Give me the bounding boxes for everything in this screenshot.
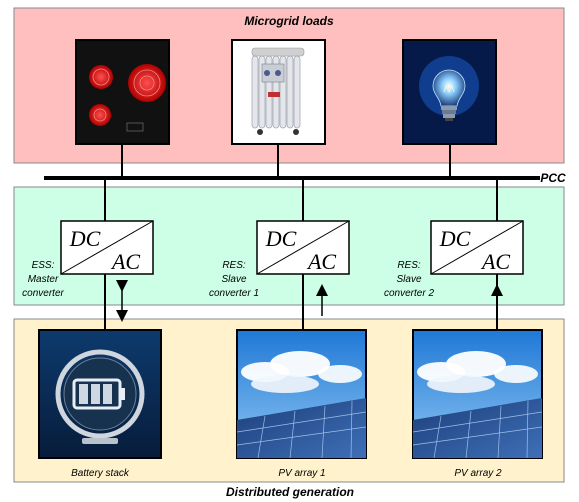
converter-2-caption: RES: Slave converter 1 — [209, 260, 259, 299]
converter-box-2: DC AC — [256, 220, 350, 275]
converter-2-ac: AC — [306, 249, 336, 274]
light-bulb-icon — [402, 39, 497, 145]
pv-array-2-label: PV array 2 — [454, 468, 502, 479]
converter-3-ac: AC — [480, 249, 510, 274]
converter-1-dc: DC — [69, 226, 101, 251]
converter-box-3: DC AC — [430, 220, 524, 275]
svg-text:converter: converter — [22, 288, 64, 299]
pcc-label: PCC — [540, 171, 566, 185]
svg-text:ESS:: ESS: — [32, 260, 55, 271]
svg-text:RES:: RES: — [397, 260, 421, 271]
svg-text:RES:: RES: — [222, 260, 246, 271]
battery-label: Battery stack — [71, 468, 130, 479]
svg-text:converter 1: converter 1 — [209, 288, 259, 299]
converter-2-dc: DC — [265, 226, 297, 251]
converter-1-ac: AC — [110, 249, 140, 274]
pv-array-1-label: PV array 1 — [278, 468, 325, 479]
battery-icon — [38, 329, 162, 459]
svg-text:Slave: Slave — [221, 274, 246, 285]
converter-box-1: DC AC — [60, 220, 154, 275]
svg-text:converter 2: converter 2 — [384, 288, 434, 299]
ceramic-cooktop-icon — [75, 39, 170, 145]
converter-connections — [104, 178, 498, 221]
svg-text:Slave: Slave — [396, 274, 421, 285]
converter-1-caption: ESS: Master converter — [22, 260, 64, 299]
loads-title: Microgrid loads — [244, 14, 334, 28]
converter-3-caption: RES: Slave converter 2 — [384, 260, 434, 299]
oil-radiator-heater-icon — [231, 39, 326, 145]
svg-text:Master: Master — [28, 274, 59, 285]
converter-3-dc: DC — [439, 226, 471, 251]
generation-title: Distributed generation — [226, 485, 354, 499]
solar-panel-icon — [412, 329, 543, 459]
solar-panel-icon — [236, 329, 367, 459]
load-connections — [121, 145, 451, 178]
